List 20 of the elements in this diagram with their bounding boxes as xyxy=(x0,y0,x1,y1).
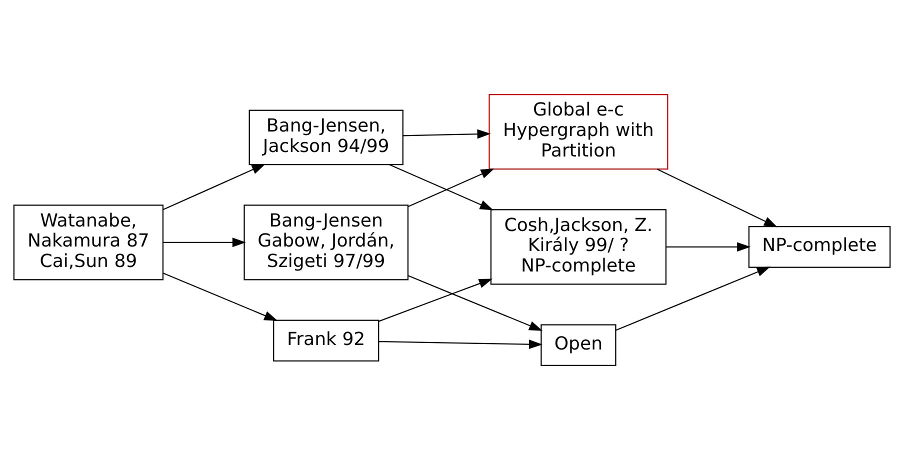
node-box: Bang-Jensen, Jackson 94/99 xyxy=(248,110,404,166)
arrow xyxy=(378,278,493,322)
arrow xyxy=(378,340,543,350)
arrow xyxy=(389,164,494,210)
node-box: Bang-Jensen Gabow, Jordán, Szigeti 97/99 xyxy=(244,204,409,280)
arrow xyxy=(656,168,778,228)
arrow xyxy=(402,129,491,139)
node-box: Cosh,Jackson, Z. Király 99/ ? NP-complete xyxy=(490,209,667,285)
arrow xyxy=(163,238,246,248)
arrow xyxy=(408,275,543,331)
node-box: Frank 92 xyxy=(273,320,380,362)
arrow xyxy=(162,164,266,210)
node-box: Watanabe, Nakamura 87 Cai,Sun 89 xyxy=(13,204,164,280)
arrow xyxy=(666,242,751,252)
arrow xyxy=(408,168,494,208)
node-box: NP-complete xyxy=(748,226,891,268)
arrow xyxy=(162,272,278,321)
node-box: Open xyxy=(540,324,616,366)
arrow xyxy=(616,266,770,331)
node-box: Global e-c Hypergraph with Partition xyxy=(488,94,668,170)
